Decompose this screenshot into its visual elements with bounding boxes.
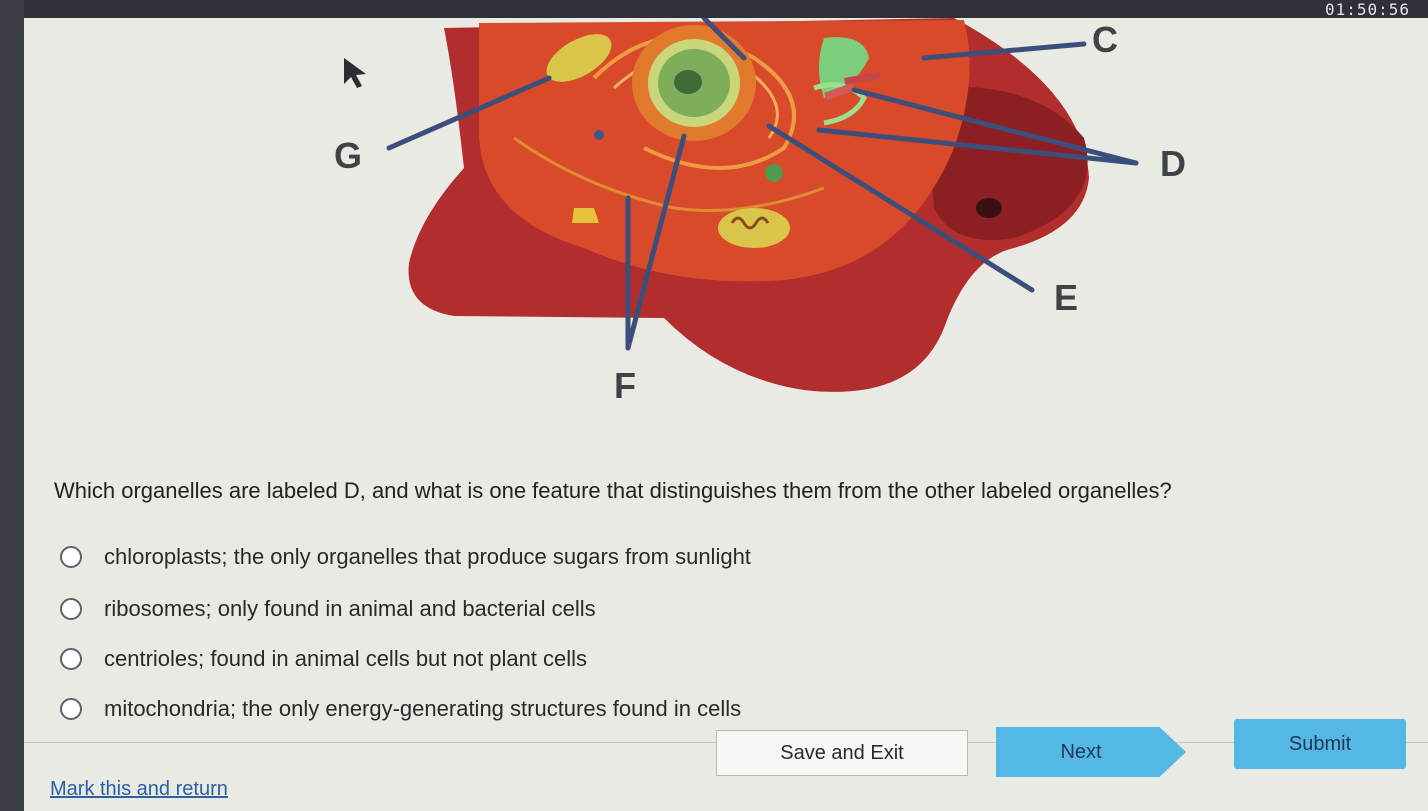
label-g: G bbox=[334, 135, 362, 176]
radio-button[interactable] bbox=[60, 546, 82, 568]
label-f: F bbox=[614, 365, 636, 406]
next-button-label: Next bbox=[1060, 740, 1102, 763]
next-button[interactable]: Next bbox=[996, 727, 1186, 777]
mitochondrion bbox=[546, 34, 612, 82]
label-d: D bbox=[1160, 143, 1186, 184]
window-frame bbox=[0, 0, 24, 811]
question-panel: C D E F G Which organelles are labeled D… bbox=[24, 18, 1428, 811]
answer-option-label: chloroplasts; the only organelles that p… bbox=[104, 544, 751, 569]
cell-lobe bbox=[924, 86, 1088, 240]
answer-option[interactable]: chloroplasts; the only organelles that p… bbox=[60, 540, 751, 574]
submit-button[interactable]: Submit bbox=[1234, 719, 1406, 769]
nucleolus bbox=[674, 70, 702, 94]
radio-button[interactable] bbox=[60, 698, 82, 720]
leader-line-d bbox=[816, 127, 1139, 166]
top-bar: 01:50:56 bbox=[0, 0, 1428, 22]
answer-option-label: mitochondria; the only energy-generating… bbox=[104, 696, 742, 721]
leader-line bbox=[701, 18, 747, 61]
label-c: C bbox=[1092, 19, 1118, 60]
answer-option-label: ribosomes; only found in animal and bact… bbox=[104, 596, 596, 621]
radio-button[interactable] bbox=[60, 598, 82, 620]
timer: 01:50:56 bbox=[1324, 0, 1410, 19]
answer-option[interactable]: mitochondria; the only energy-generating… bbox=[60, 692, 741, 726]
answer-option[interactable]: ribosomes; only found in animal and bact… bbox=[60, 592, 596, 626]
save-and-exit-button[interactable]: Save and Exit bbox=[716, 730, 968, 776]
leader-line-c bbox=[921, 41, 1087, 61]
mark-and-return-link[interactable]: Mark this and return bbox=[50, 778, 228, 800]
label-e: E bbox=[1054, 277, 1078, 318]
leader-line-d bbox=[851, 87, 1139, 166]
mouse-cursor-icon bbox=[344, 58, 366, 88]
vacuole bbox=[976, 198, 1002, 218]
answer-option-label: centrioles; found in animal cells but no… bbox=[104, 646, 588, 671]
question-text: Which organelles are labeled D, and what… bbox=[54, 478, 1172, 503]
leader-line-e bbox=[766, 123, 1035, 293]
mitochondrion bbox=[718, 208, 790, 248]
leader-line-f bbox=[625, 133, 687, 351]
animal-cell-diagram: C D E F G bbox=[334, 18, 1186, 406]
radio-button[interactable] bbox=[60, 648, 82, 670]
vesicle bbox=[594, 130, 604, 140]
vesicle bbox=[765, 164, 783, 182]
answer-option[interactable]: centrioles; found in animal cells but no… bbox=[60, 642, 587, 676]
leader-line-g bbox=[386, 75, 552, 151]
